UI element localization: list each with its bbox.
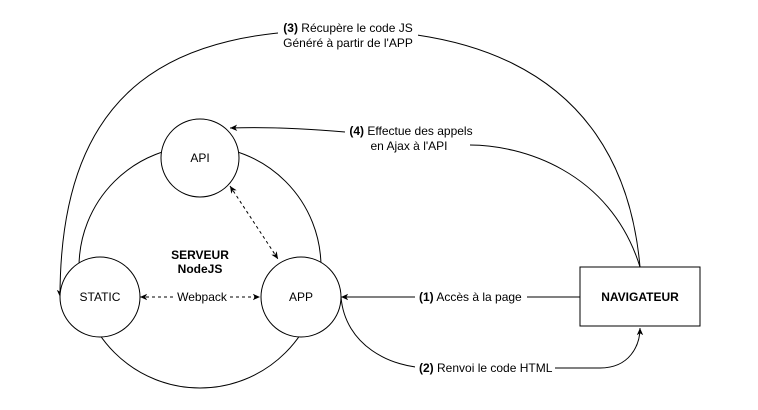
step4-label-line2: en Ajax à l'API [370,139,447,153]
step3-label-bg [278,20,418,50]
step3-label: (3) Récupère le code JS [283,21,412,35]
step4-text: Effectue des appels [364,124,473,138]
server-label-line1: SERVEUR [171,248,229,262]
step3-number: (3) [283,21,298,35]
edge-api-app [229,185,279,260]
step2-number: (2) [419,361,434,375]
api-label: API [190,151,209,165]
step2-text: Renvoi le code HTML [434,361,553,375]
navigateur-node [579,266,701,327]
edge-ajax-calls [230,128,641,268]
app-node [260,256,342,338]
app-label: APP [289,290,313,304]
step4-number: (4) [349,124,364,138]
step1-label-bg [415,289,527,305]
step3-label-line2: Généré à partir de l'APP [283,36,413,50]
webpack-label-bg [174,289,230,305]
api-node [160,118,240,198]
step2-label: (2) Renvoi le code HTML [419,361,553,375]
step1-label: (1) Accès à la page [419,290,522,304]
step1-number: (1) [419,290,434,304]
step1-text: Accès à la page [434,290,522,304]
navigateur-label: NAVIGATEUR [601,290,679,304]
static-label: STATIC [80,290,121,304]
static-node [59,256,141,338]
step2-label-bg [415,360,555,376]
server-label-line2: NodeJS [178,262,223,276]
step3-text: Récupère le code JS [298,21,413,35]
step4-label: (4) Effectue des appels [349,124,472,138]
webpack-label: Webpack [177,290,228,304]
